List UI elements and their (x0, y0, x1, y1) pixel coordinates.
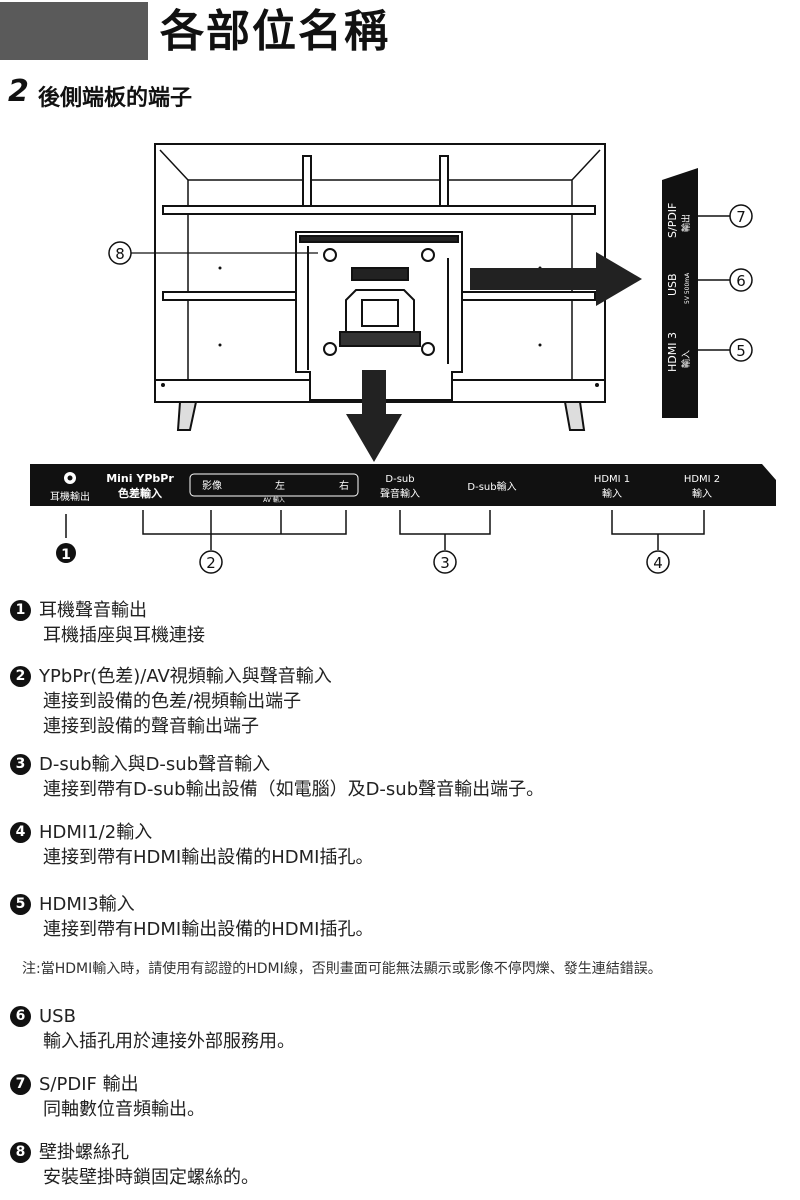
av-left-label: 左 (275, 479, 285, 492)
item-7-line-1: 同軸數位音頻輸出。 (43, 1099, 205, 1120)
side-panel (662, 168, 698, 418)
item-5-line-1: 連接到帶有HDMI輸出設備的HDMI插孔。 (43, 919, 374, 940)
screw-holes (323, 248, 435, 356)
item-3: 3 D-sub輸入與D-sub聲音輸入 連接到帶有D-sub輸出設備（如電腦）及D… (10, 752, 544, 802)
item-5: 5 HDMI3輸入 連接到帶有HDMI輸出設備的HDMI插孔。 (10, 892, 373, 942)
arrow-right-icon (470, 252, 642, 306)
item-7: 7 S/PDIF 輸出 同軸數位音頻輸出。 (10, 1072, 205, 1122)
callout-8-number: 8 (115, 245, 125, 263)
item-3-badge: 3 (10, 754, 31, 775)
item-2-badge: 2 (10, 666, 31, 687)
hdmi2-sub: 輸入 (692, 487, 712, 500)
callout-4: 4 (646, 550, 670, 574)
item-8: 8 壁掛螺絲孔 安裝壁掛時鎖固定螺絲的。 (10, 1140, 259, 1190)
side-spdif-sub: 輸出 (680, 214, 692, 232)
callout-8-circle (108, 241, 132, 265)
hdmi1-sub: 輸入 (602, 487, 622, 500)
wall-mount-rails (162, 155, 596, 301)
header-block (0, 2, 148, 60)
callout-4-number: 4 (653, 554, 663, 572)
dsub-input-label: D-sub輸入 (467, 480, 516, 493)
item-1-badge: 1 (10, 600, 31, 621)
item-8-badge: 8 (10, 1142, 31, 1163)
item-3-line-1: 連接到帶有D-sub輸出設備（如電腦）及D-sub聲音輸出端子。 (43, 779, 545, 800)
callout-brackets (65, 510, 705, 550)
item-7-badge: 7 (10, 1074, 31, 1095)
page-title: 各部位名稱 (160, 6, 390, 57)
item-2-line-2: 連接到設備的聲音輸出端子 (43, 716, 259, 737)
side-hdmi3-sub: 輸入 (680, 350, 692, 368)
item-1-line-1: 耳機插座與耳機連接 (43, 625, 205, 646)
item-4-line-1: 連接到帶有HDMI輸出設備的HDMI插孔。 (43, 847, 374, 868)
arrow-down-icon (346, 370, 402, 462)
item-1: 1 耳機聲音輸出 耳機插座與耳機連接 (10, 598, 205, 648)
av-input-label: AV 輸入 (263, 496, 285, 504)
callout-3-number: 3 (440, 554, 450, 572)
section-title: 後側端板的端子 (38, 86, 193, 111)
side-hdmi3-label: HDMI 3 (666, 332, 679, 372)
dsub-audio-sub: 聲音輸入 (380, 487, 420, 500)
mini-ypbpr-sub: 色差輸入 (118, 486, 162, 500)
item-6-line-1: 輸入插孔用於連接外部服務用。 (43, 1031, 295, 1052)
dsub-audio-label: D-sub (385, 474, 414, 485)
callout-5-number: 5 (736, 342, 746, 360)
item-8-title: 壁掛螺絲孔 (39, 1142, 129, 1163)
mini-ypbpr-label: Mini YPbPr (106, 472, 174, 485)
callout-1-number: 1 (61, 547, 71, 563)
item-1-title: 耳機聲音輸出 (39, 600, 147, 621)
item-2-title: YPbPr(色差)/AV視頻輸入與聲音輸入 (39, 666, 332, 687)
headphone-label: 耳機輸出 (50, 490, 90, 503)
side-usb-label: USB (666, 273, 679, 296)
item-6-badge: 6 (10, 1006, 31, 1027)
callout-3: 3 (433, 550, 457, 574)
callout-6-number: 6 (736, 272, 746, 290)
item-4-badge: 4 (10, 822, 31, 843)
item-5-badge: 5 (10, 894, 31, 915)
hdmi1-label: HDMI 1 (594, 474, 630, 485)
item-5-title: HDMI3輸入 (39, 894, 135, 915)
callout-2: 2 (199, 550, 223, 574)
section-number: 2 (8, 74, 29, 109)
item-6: 6 USB 輸入插孔用於連接外部服務用。 (10, 1004, 295, 1054)
tv-stand-feet (176, 401, 586, 431)
callout-6: 6 (729, 268, 753, 292)
item-6-title: USB (39, 1006, 76, 1027)
hdmi-note: 注:當HDMI輸入時，請使用有認證的HDMI線，否則畫面可能無法顯示或影像不停閃… (22, 961, 662, 977)
av-right-label: 右 (339, 479, 349, 492)
callout-5: 5 (729, 338, 753, 362)
av-video-label: 影像 (202, 480, 222, 492)
av-input-box (189, 473, 359, 497)
item-3-title: D-sub輸入與D-sub聲音輸入 (39, 754, 271, 775)
item-2-line-1: 連接到設備的色差/視頻輸出端子 (43, 691, 302, 712)
item-2: 2 YPbPr(色差)/AV視頻輸入與聲音輸入 連接到設備的色差/視頻輸出端子 連… (10, 664, 332, 739)
hdmi2-label: HDMI 2 (684, 474, 720, 485)
side-spdif-label: S/PDIF (666, 203, 679, 238)
side-usb-sub: 5V 500mA (684, 272, 691, 304)
callout-2-number: 2 (206, 554, 216, 572)
item-4: 4 HDMI1/2輸入 連接到帶有HDMI輸出設備的HDMI插孔。 (10, 820, 373, 870)
center-panel (295, 231, 463, 401)
tv-rear-diagram: 8 S/PDIF 輸出 USB 5V 500mA HDMI 3 輸入 7 6 5… (30, 143, 776, 574)
callout-7: 7 (729, 204, 753, 228)
callout-7-number: 7 (736, 208, 746, 226)
item-4-title: HDMI1/2輸入 (39, 822, 153, 843)
item-7-title: S/PDIF 輸出 (39, 1074, 139, 1095)
callout-1: 1 (56, 543, 76, 563)
item-8-line-1: 安裝壁掛時鎖固定螺絲的。 (43, 1167, 259, 1188)
